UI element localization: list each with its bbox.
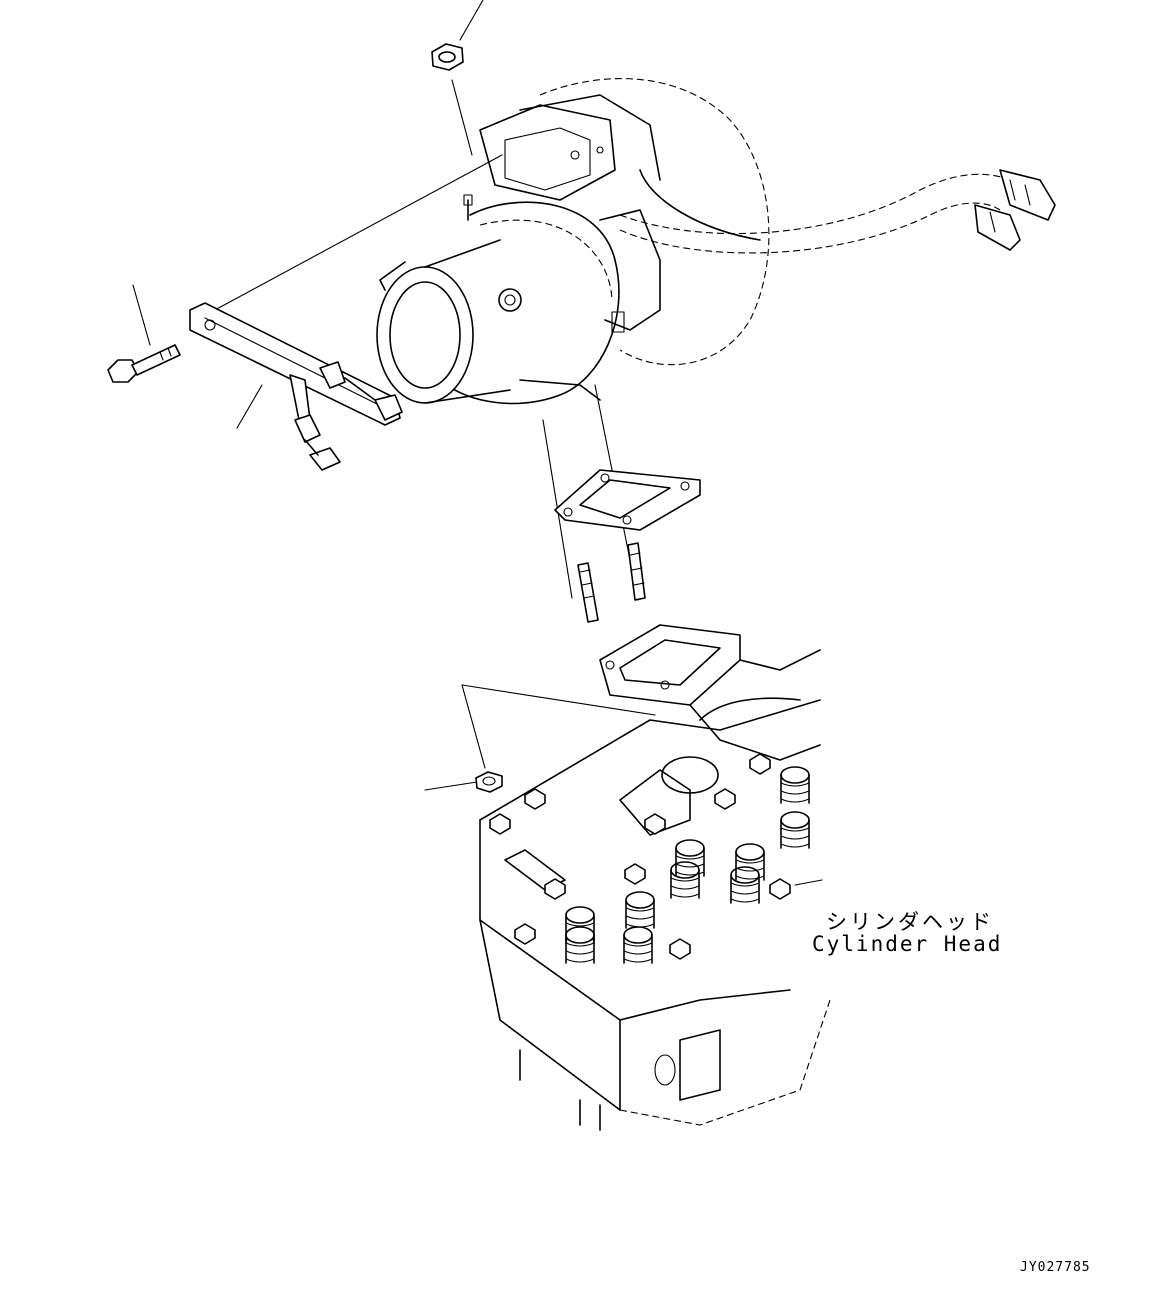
cylinder-head-label-en: Cylinder Head bbox=[812, 932, 1003, 956]
valve-spring bbox=[780, 811, 810, 849]
exhaust-manifold bbox=[599, 624, 821, 761]
turbocharger bbox=[376, 78, 1056, 405]
valve-spring bbox=[735, 843, 765, 881]
valve-spring bbox=[623, 926, 653, 964]
drawing-number: JY027785 bbox=[1020, 1260, 1091, 1275]
valve-spring bbox=[670, 861, 700, 899]
harness-bracket bbox=[189, 302, 403, 471]
valve-springs bbox=[565, 766, 810, 964]
flange-nut-lower bbox=[475, 771, 503, 793]
studs bbox=[577, 542, 646, 623]
cylinder-head-label-jp: シリンダヘッド bbox=[826, 910, 994, 934]
valve-spring bbox=[565, 926, 595, 964]
hex-bolt-bracket bbox=[107, 344, 181, 383]
valve-spring bbox=[780, 766, 810, 804]
turbo-gasket bbox=[554, 469, 701, 531]
flange-nut-top bbox=[431, 43, 464, 71]
cylinder-head bbox=[479, 699, 831, 1131]
head-bolts bbox=[489, 753, 791, 960]
valve-spring bbox=[675, 839, 705, 877]
valve-spring bbox=[625, 891, 655, 929]
cylinder-head-leader bbox=[794, 879, 823, 886]
